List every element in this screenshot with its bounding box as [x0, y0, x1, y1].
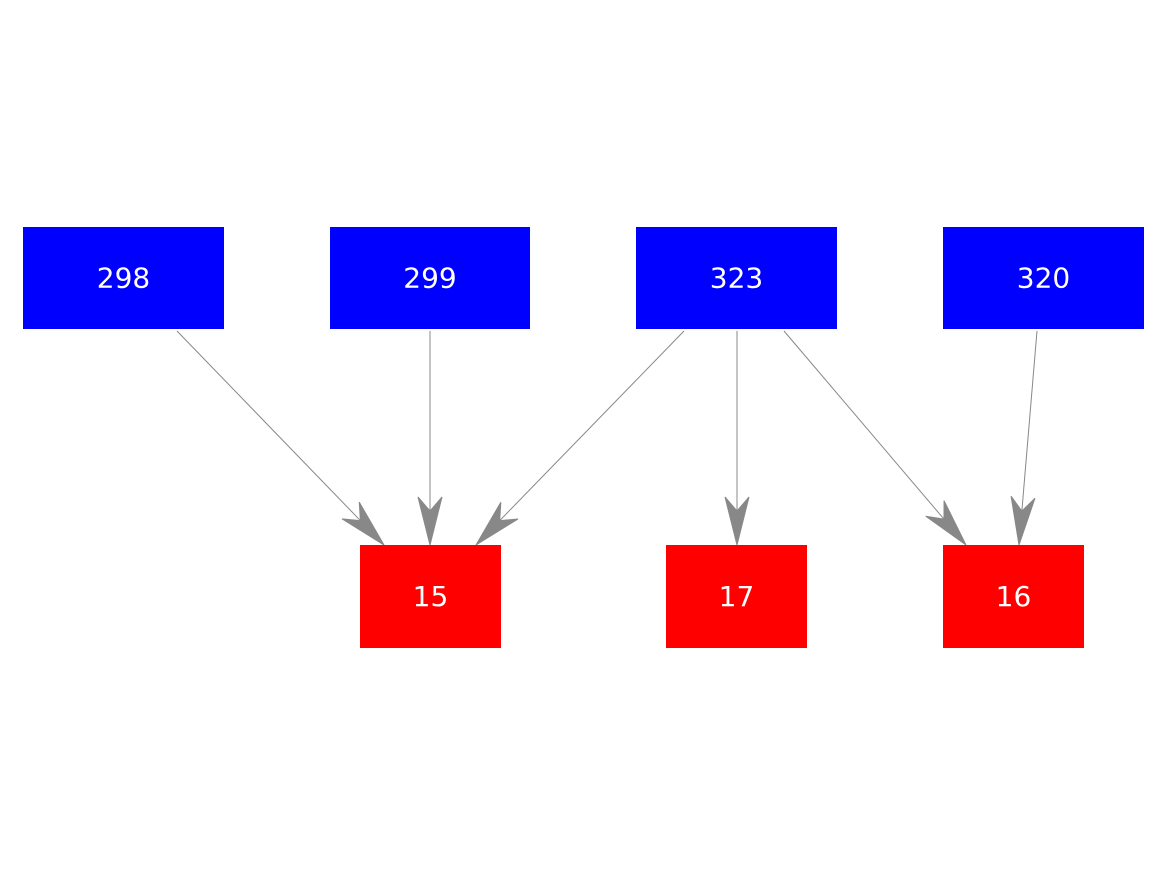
edge-323-to-16	[783, 330, 967, 546]
node-320: 320	[943, 227, 1144, 329]
edge-323-to-17	[724, 331, 750, 546]
arrowhead-icon	[341, 501, 385, 546]
node-box	[636, 227, 837, 329]
node-box	[360, 545, 501, 648]
arrowhead-icon	[1010, 495, 1036, 546]
arrowhead-icon	[925, 500, 967, 546]
node-box	[666, 545, 807, 648]
edge-line	[783, 330, 945, 520]
node-17: 17	[666, 545, 807, 648]
edges-layer	[176, 330, 1038, 546]
node-box	[23, 227, 224, 329]
node-label: 15	[413, 580, 449, 613]
node-box	[943, 545, 1084, 648]
edge-line	[1021, 330, 1038, 512]
edge-line	[499, 330, 685, 521]
edge-line	[176, 330, 361, 521]
node-299: 299	[330, 227, 530, 329]
edge-320-to-16	[1010, 330, 1038, 546]
node-label: 299	[403, 262, 456, 295]
node-box	[943, 227, 1144, 329]
node-label: 320	[1017, 262, 1070, 295]
node-label: 16	[996, 580, 1032, 613]
node-label: 17	[719, 580, 755, 613]
nodes-layer: 298 299 323 320 15 17 16	[23, 227, 1144, 648]
node-label: 323	[710, 262, 763, 295]
arrowhead-icon	[724, 496, 750, 546]
node-16: 16	[943, 545, 1084, 648]
edge-299-to-15	[417, 331, 443, 546]
node-323: 323	[636, 227, 837, 329]
arrowhead-icon	[417, 496, 443, 546]
node-298: 298	[23, 227, 224, 329]
node-box	[330, 227, 530, 329]
arrowhead-icon	[475, 501, 519, 546]
node-15: 15	[360, 545, 501, 648]
edge-298-to-15	[176, 330, 385, 546]
edge-323-to-15	[475, 330, 685, 546]
node-label: 298	[97, 262, 150, 295]
